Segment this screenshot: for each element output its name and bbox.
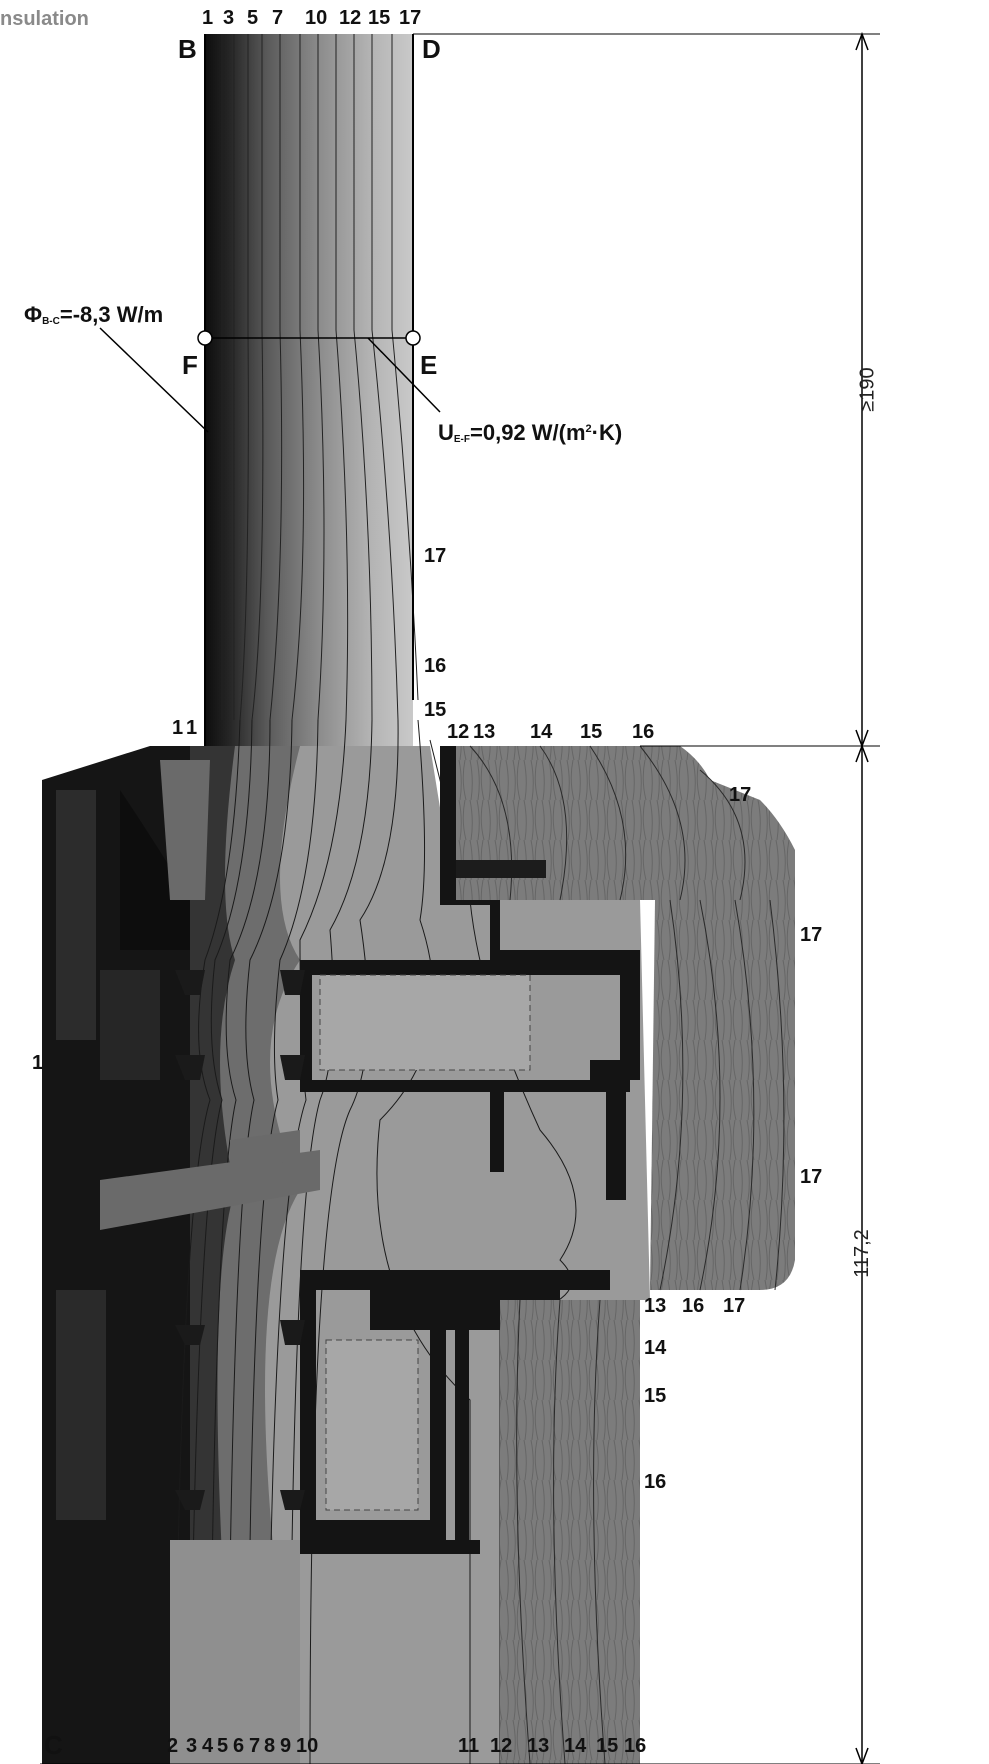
iso-bottom-right-label: 13 [527,1735,550,1757]
iso-top-label: 3 [223,7,235,29]
iso-bottom-label: 9 [280,1735,292,1757]
iso-left-label: 1 [186,717,198,739]
wall-insulation-slab [205,34,413,746]
iso-sash-label: 17 [723,1295,746,1317]
dimension-arrows-lower [855,743,869,1764]
timber-inner-lining [650,900,795,1290]
outer-chamber-3 [56,1290,106,1520]
u-subscript: E-F [453,434,470,445]
iso-bottom-right-label: 14 [564,1735,587,1757]
frame-chamber [325,1339,419,1511]
iso-reveal-label: 17 [800,924,823,946]
iso-bottom-label: 2 [167,1735,179,1757]
outer-shadow-region [120,790,190,950]
point-f-marker [197,330,213,346]
sash-chamber [319,974,531,1071]
iso-bottom-label: 10 [296,1735,319,1757]
iso-bottom-label: 6 [233,1735,245,1757]
iso-bottom-label: 3 [186,1735,198,1757]
iso-bottom-right-label: 11 [458,1735,480,1757]
inner-aluminium-profiles [170,746,640,1764]
iso-bottom-right-label: 12 [490,1735,513,1757]
iso-sash-label: 16 [682,1295,705,1317]
iso-frame-right-label: 16 [644,1471,667,1493]
point-b-label: B [178,34,197,64]
iso-top-label: 17 [399,7,422,29]
iso-wall-label: 17 [424,545,447,567]
iso-bottom-label: 8 [264,1735,276,1757]
iso-wall-label: 16 [424,655,447,677]
lining-isotherms [659,899,785,1291]
flux-symbol: Φ [24,302,43,327]
flux-value: =-8,3 W/m [59,302,164,327]
iso-bottom-label: 7 [249,1735,261,1757]
u-value-prefix: =0,92 W/(m [470,420,586,445]
u-value-leader-line [367,337,441,413]
dimension-upper-label: ≥190 [856,367,879,412]
u-value-superscript: 2 [585,423,592,435]
point-c-label: C [44,1730,63,1760]
outer-chamber-1 [56,790,96,1040]
u-value-suffix: ·K) [591,420,623,445]
iso-top-label: 15 [368,7,391,29]
flux-subscript: B-C [42,316,60,327]
point-f-label: F [182,350,198,380]
iso-wall-label: 15 [424,699,447,721]
iso-reveal-label: 17 [800,1166,823,1188]
iso-left-label: 1 [172,717,184,739]
sill-isotherms [516,1299,606,1764]
iso-bottom-label: 4 [202,1735,214,1757]
point-e-label: E [420,350,438,380]
heading-fragment: nsulation [0,8,89,30]
flux-leader-line [99,327,209,433]
iso-frame-top-label: 12 [447,721,470,743]
outer-chamber-2 [100,970,160,1080]
iso-frame-right-label: 14 [644,1337,667,1359]
iso-top-label: 7 [272,7,284,29]
dimension-lower-label: 117,2 [850,1229,873,1278]
iso-top-label: 10 [305,7,328,29]
gaskets [100,760,320,1230]
iso-frame-top-label: 14 [530,721,553,743]
u-symbol: U [438,420,454,445]
iso-bottom-label: 5 [217,1735,229,1757]
iso-frame-top-label: 13 [473,721,496,743]
u-value-formula: UE-F=0,92 W/(m2·K) [438,420,622,446]
flux-formula: ΦB-C=-8,3 W/m [24,302,163,328]
point-e-marker [405,330,421,346]
iso-bottom-right-label: 16 [624,1735,647,1757]
iso-frame-top-label: 15 [580,721,603,743]
iso-left-label: 1 [32,1052,44,1074]
thermal-break-elements [175,970,305,1510]
iso-bottom-right-label: 15 [596,1735,619,1757]
timber-sill [500,1300,640,1764]
iso-top-label: 5 [247,7,259,29]
iso-sash-label: 13 [644,1295,667,1317]
iso-reveal-label: 17 [729,784,752,806]
iso-top-label: 12 [339,7,362,29]
iso-frame-top-label: 16 [632,721,655,743]
point-d-label: D [422,34,441,64]
core-coldest-zone [190,746,235,1764]
iso-top-label: 1 [202,7,214,29]
reveal-fixing-strip [456,860,546,878]
iso-frame-right-label: 15 [644,1385,667,1407]
wall-isotherms [221,34,419,721]
